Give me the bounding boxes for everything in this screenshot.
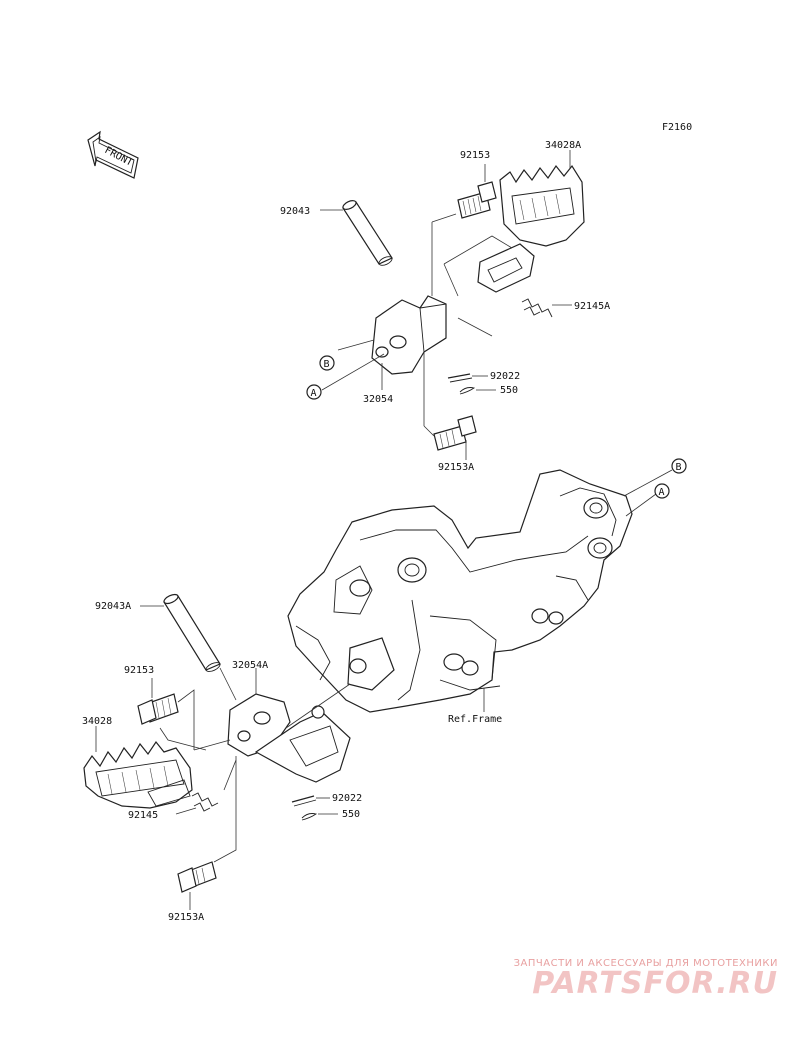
upper-footpeg [477, 164, 585, 293]
upper-spring [521, 298, 553, 318]
label-lower-lower-bolt: 92153A [168, 912, 204, 923]
upper-assembly-lines [321, 213, 513, 437]
upper-bracket [371, 295, 447, 375]
lower-washer [291, 795, 317, 807]
lower-footpeg [83, 740, 193, 809]
lower-bolt [137, 693, 179, 725]
lower-bracket [227, 693, 351, 783]
lower-assembly-lines [159, 667, 351, 863]
label-lower-cotter: 550 [342, 809, 360, 820]
label-upper-washer: 92022 [490, 371, 520, 382]
frame [287, 469, 633, 713]
watermark-tagline: ЗАПЧАСТИ И АКСЕССУАРЫ ДЛЯ МОТОТЕХНИКИ [513, 958, 778, 969]
front-arrow-icon: FRONT [87, 130, 139, 179]
frame-label: Ref.Frame [448, 714, 502, 725]
figure-code: F2160 [662, 122, 692, 133]
svg-text:A: A [311, 388, 317, 399]
upper-lower-bolt [433, 415, 477, 451]
label-upper-lower-bolt: 92153A [438, 462, 474, 473]
lower-spring [191, 792, 219, 812]
label-upper-bracket: 32054 [363, 394, 393, 405]
label-upper-pin: 92043 [280, 206, 310, 217]
callout-a-right: A [654, 483, 670, 499]
label-lower-footpeg: 34028 [82, 716, 112, 727]
callout-a-upper: A [306, 384, 322, 400]
watermark-logo: PARTSFOR.RU [532, 966, 778, 1001]
svg-text:B: B [676, 462, 682, 473]
svg-text:A: A [659, 487, 665, 498]
label-lower-pin: 92043A [95, 601, 131, 612]
callout-b-upper: B [319, 355, 335, 371]
upper-bolt [457, 181, 497, 219]
callout-b-right: B [671, 458, 687, 474]
label-lower-bolt: 92153 [124, 665, 154, 676]
label-upper-cotter: 550 [500, 385, 518, 396]
label-upper-bolt: 92153 [460, 150, 490, 161]
label-upper-spring: 92145A [574, 301, 610, 312]
label-lower-bracket: 32054A [232, 660, 268, 671]
label-lower-spring: 92145 [128, 810, 158, 821]
lower-pin [163, 593, 221, 672]
lower-cotter [301, 813, 318, 821]
watermark: ЗАПЧАСТИ И АКСЕССУАРЫ ДЛЯ МОТОТЕХНИКИ PA… [514, 958, 778, 999]
upper-cotter [459, 387, 476, 395]
upper-pin [342, 200, 393, 266]
svg-text:B: B [324, 359, 330, 370]
label-lower-washer: 92022 [332, 793, 362, 804]
upper-washer [447, 373, 473, 383]
label-upper-footpeg: 34028A [545, 140, 581, 151]
lower-lower-bolt [177, 861, 217, 893]
